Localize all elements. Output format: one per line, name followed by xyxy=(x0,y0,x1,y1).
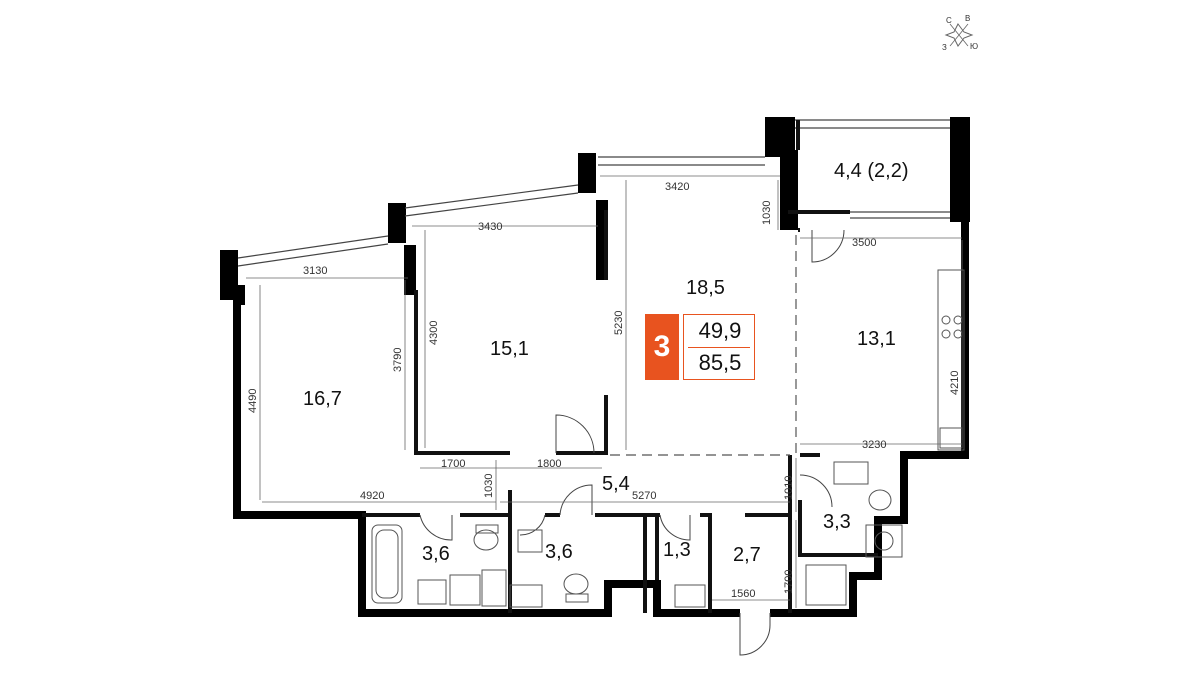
compass-icon: С В Ю З xyxy=(942,14,978,52)
compass-south: Ю xyxy=(970,42,978,51)
doors xyxy=(419,229,845,656)
dim-4920: 4920 xyxy=(360,490,384,502)
dimension-lines xyxy=(246,175,963,608)
dim-1030-hall: 1030 xyxy=(483,474,495,498)
area-box: 49,9 85,5 xyxy=(683,314,755,380)
bedroom-mid-area: 15,1 xyxy=(490,338,529,360)
dim-3230: 3230 xyxy=(862,439,886,451)
dim-3500: 3500 xyxy=(852,237,876,249)
dim-3130: 3130 xyxy=(303,265,327,277)
interior-walls xyxy=(362,120,878,613)
dim-5270: 5270 xyxy=(632,490,656,502)
total-area-value: 85,5 xyxy=(698,350,742,375)
compass-west: З xyxy=(942,43,947,52)
kitchen-area: 13,1 xyxy=(857,328,896,350)
dim-4210: 4210 xyxy=(949,371,961,395)
dim-1700-hall: 1700 xyxy=(441,458,465,470)
zone-dividers xyxy=(610,235,797,456)
dim-3430: 3430 xyxy=(478,221,502,233)
apartment-badge: 3 49,9 85,5 xyxy=(645,314,755,380)
dimension-labels: 3420 1030 3430 3130 3500 5230 4300 3790 … xyxy=(247,181,961,600)
compass-east: В xyxy=(965,14,970,23)
dim-1560: 1560 xyxy=(731,588,755,600)
dim-4490: 4490 xyxy=(247,389,259,413)
dim-1010: 1010 xyxy=(783,476,795,500)
small-closet-area: 1,3 xyxy=(663,539,691,561)
closet-area: 2,7 xyxy=(733,544,761,566)
room-labels: 4,4 (2,2) 18,5 15,1 16,7 13,1 5,4 3,6 3,… xyxy=(303,160,908,566)
bathroom-mid-area: 3,6 xyxy=(545,541,573,563)
dim-1800: 1800 xyxy=(537,458,561,470)
dim-5230: 5230 xyxy=(613,311,625,335)
living-area-value: 49,9 xyxy=(698,318,742,343)
dim-3420: 3420 xyxy=(665,181,689,193)
dim-3790: 3790 xyxy=(392,348,404,372)
dim-1030-top: 1030 xyxy=(761,201,773,225)
hall-area: 5,4 xyxy=(602,473,630,495)
living-room-area: 18,5 xyxy=(686,277,725,299)
bathroom-left-area: 3,6 xyxy=(422,543,450,565)
dim-4300: 4300 xyxy=(428,321,440,345)
bathroom-right-area: 3,3 xyxy=(823,511,851,533)
area-separator xyxy=(688,347,750,348)
compass-north: С xyxy=(946,16,952,25)
windows xyxy=(237,119,950,267)
room-count-badge: 3 xyxy=(645,314,679,380)
dim-1700-closet: 1700 xyxy=(783,570,795,594)
wall-blocks xyxy=(220,117,970,302)
balcony-area: 4,4 (2,2) xyxy=(834,160,908,182)
bedroom-left-area: 16,7 xyxy=(303,388,342,410)
